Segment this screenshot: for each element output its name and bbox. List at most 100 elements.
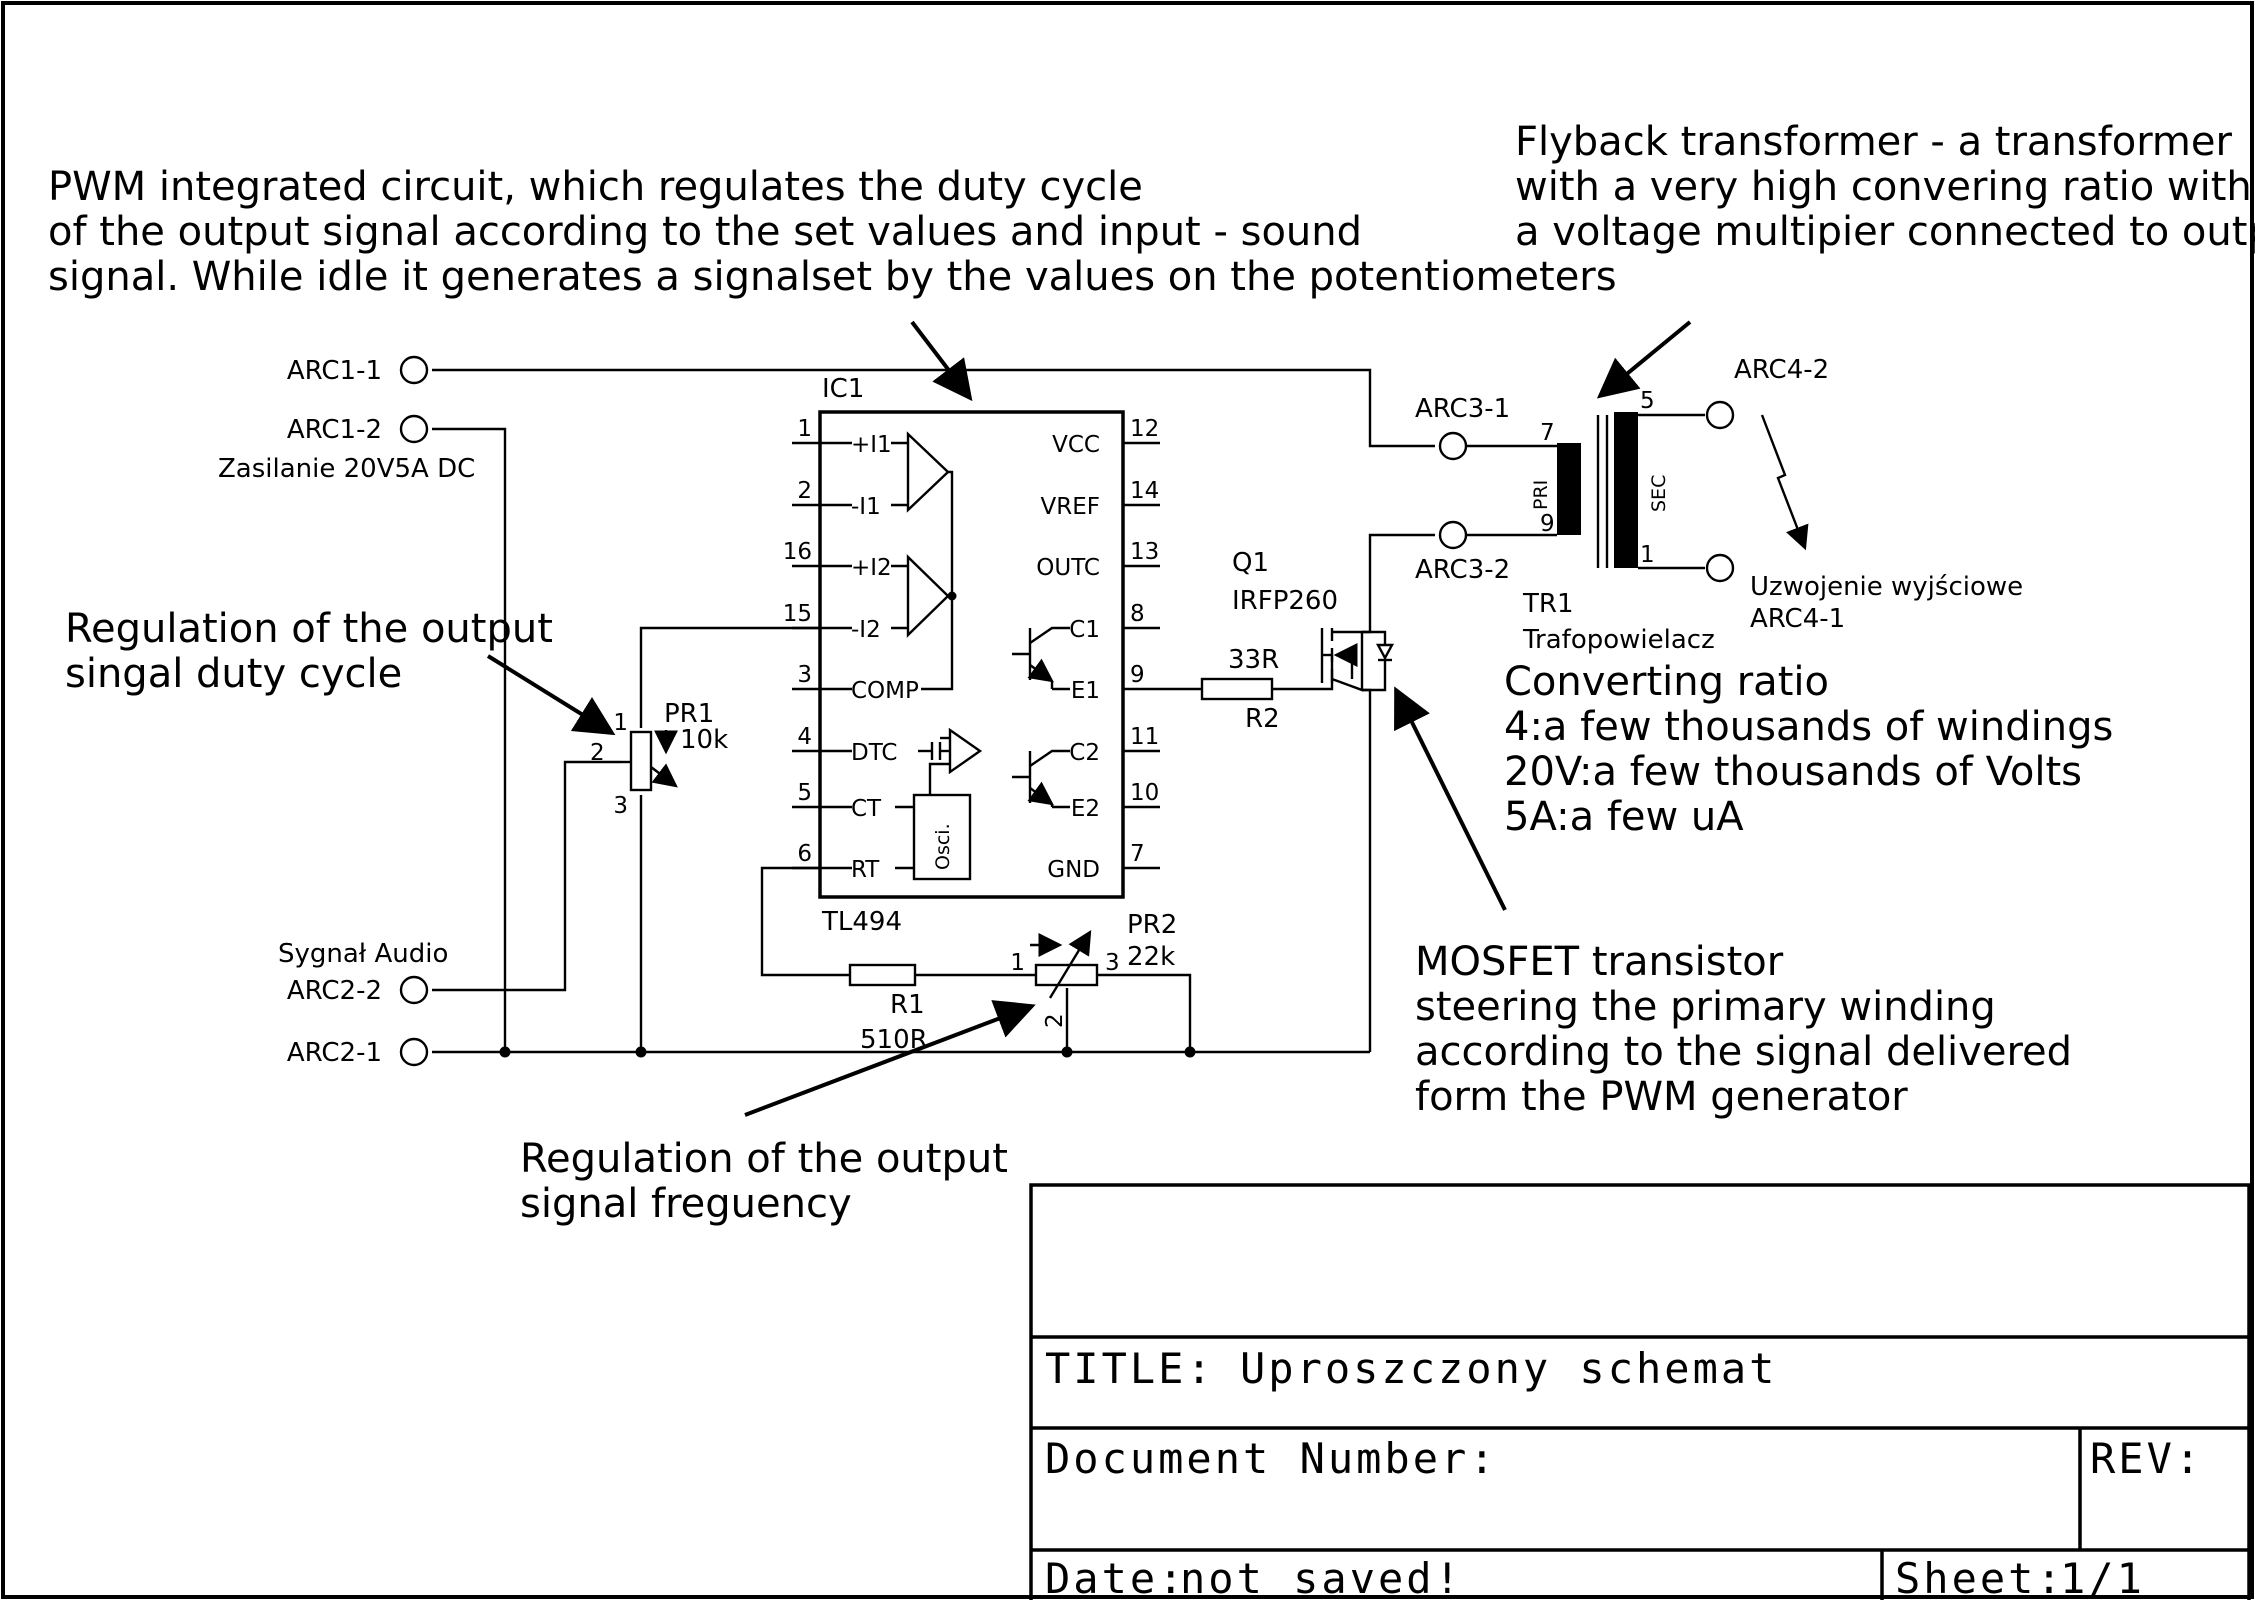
ic1-part: TL494 xyxy=(821,907,902,937)
title-label: TITLE: xyxy=(1045,1344,1215,1393)
pr1-pin-2: 2 xyxy=(590,740,605,766)
q1-part: IRFP260 xyxy=(1232,586,1338,616)
ic1-pin-name: -I2 xyxy=(851,617,881,643)
mosfet-q1: Q1 IRFP260 xyxy=(1232,548,1395,692)
ic1-pin-name: RT xyxy=(851,857,880,883)
tr1-secondary-winding xyxy=(1614,412,1638,568)
r1-ref: R1 xyxy=(890,990,925,1020)
annotation-duty-line-1: Regulation of the output xyxy=(65,606,553,652)
annotation-frequency-line-2: signal freguency xyxy=(520,1181,852,1227)
connector-note: Uzwojenie wyjściowe xyxy=(1750,572,2023,602)
ic1-ref: IC1 xyxy=(822,374,864,404)
annotation-mosfet-line-4: form the PWM generator xyxy=(1415,1074,1908,1120)
pr2-pin-3: 3 xyxy=(1105,950,1120,976)
r2-value: 33R xyxy=(1228,645,1279,675)
tr1-pin-9: 9 xyxy=(1540,511,1555,537)
connector-arc1-1: ARC1-1 xyxy=(287,355,429,386)
connector-arc3-2: ARC3-2 xyxy=(1415,520,1510,585)
terminal-circle xyxy=(399,414,429,444)
ic1-pin-name: CT xyxy=(851,796,882,822)
resistor-r2: 33R R2 xyxy=(1200,645,1280,734)
r1-body xyxy=(848,963,917,987)
ic1-pin-number: 13 xyxy=(1130,539,1159,565)
annotation-mosfet-line-2: steering the primary winding xyxy=(1415,984,1996,1030)
annotation-mosfet-line-1: MOSFET transistor xyxy=(1415,939,1784,985)
annotation-frequency-line-1: Regulation of the output xyxy=(520,1136,1008,1182)
title-block-frame xyxy=(1029,1183,2251,1600)
annotation-pwm-line-1: PWM integrated circuit, which regulates … xyxy=(48,164,1143,210)
dtc-comparator-icon xyxy=(918,727,983,795)
ic1-tl494: IC1 TL494 1 2 16 15 3 4 5 6 +I1 -I1 +I2 … xyxy=(783,374,1160,937)
connector-label: ARC1-1 xyxy=(287,356,382,386)
annotation-pwm-line-2: of the output signal according to the se… xyxy=(48,209,1362,255)
ic1-pin-name: +I2 xyxy=(851,555,892,581)
terminal-circle xyxy=(1438,431,1468,461)
ic1-pin-number: 11 xyxy=(1130,724,1159,750)
ic1-left-pins: 1 2 16 15 3 4 5 6 +I1 -I1 +I2 -I2 COMP D… xyxy=(783,416,919,883)
connector-note: Zasilanie 20V5A DC xyxy=(218,454,475,484)
connector-arc1-2: ARC1-2 Zasilanie 20V5A DC xyxy=(218,414,475,484)
ic1-pin-number: 4 xyxy=(797,724,812,750)
ic1-pin-number: 2 xyxy=(797,478,812,504)
sheet-label: Sheet: xyxy=(1895,1554,2065,1600)
annotation-duty-line-2: singal duty cycle xyxy=(65,651,402,697)
r1-value: 510R xyxy=(860,1025,928,1055)
tr1-name: Trafopowielacz xyxy=(1522,625,1715,655)
sheet-value: 1/1 xyxy=(2060,1554,2145,1600)
ic1-pin-number: 16 xyxy=(783,539,812,565)
error-amplifier-1-icon xyxy=(891,431,950,513)
connector-label: ARC3-2 xyxy=(1415,555,1510,585)
annotation-mosfet: MOSFET transistor steering the primary w… xyxy=(1394,686,2072,1120)
connector-arc2-2: Sygnał Audio ARC2-2 xyxy=(278,939,448,1006)
pr2-body xyxy=(1034,963,1099,987)
tr1-pin-5: 5 xyxy=(1640,388,1655,414)
ic1-pin-name: +I1 xyxy=(851,432,892,458)
ic1-pin-number: 8 xyxy=(1130,601,1145,627)
ic1-right-pins: 12 14 13 8 9 11 10 7 VCC VREF OUTC C1 E1… xyxy=(1036,416,1160,883)
ic1-pin-number: 14 xyxy=(1130,478,1159,504)
transformer-tr1: 7 9 5 1 PRI SEC TR1 Trafopowielacz xyxy=(1466,388,1715,655)
annotation-frequency-arrow xyxy=(744,1000,1036,1117)
ic1-pin-number: 9 xyxy=(1130,662,1145,688)
annotation-flyback-arrow xyxy=(1596,320,1692,399)
tr1-pin-1: 1 xyxy=(1640,542,1655,568)
terminal-circle xyxy=(399,355,429,385)
annotation-converting-line-2: 4:a few thousands of windings xyxy=(1504,704,2113,750)
junction-dot xyxy=(1061,1046,1073,1058)
error-amplifier-2-icon xyxy=(891,554,950,638)
revision-label: REV: xyxy=(2090,1434,2203,1483)
pr2-ref: PR2 xyxy=(1127,910,1177,940)
resistor-r1: R1 510R xyxy=(848,963,928,1055)
tr1-pri-label: PRI xyxy=(1530,480,1552,510)
potentiometer-pr2: 1 3 2 PR2 22k xyxy=(1010,910,1177,1028)
connector-arc3-1: ARC3-1 xyxy=(1415,394,1510,461)
tr1-pin-7: 7 xyxy=(1540,420,1555,446)
potentiometer-pr1: 1 2 3 PR1 10k xyxy=(590,699,728,819)
connector-label: ARC1-2 xyxy=(287,415,382,445)
terminal-circle xyxy=(399,1037,429,1067)
ic1-pin-name: C2 xyxy=(1069,740,1100,766)
high-voltage-spark-icon xyxy=(1760,414,1809,551)
oscillator-label: Osci. xyxy=(932,823,954,870)
r2-ref: R2 xyxy=(1245,704,1280,734)
ic1-pin-number: 10 xyxy=(1130,780,1159,806)
ic1-pin-number: 6 xyxy=(797,841,812,867)
connector-label: ARC2-1 xyxy=(287,1038,382,1068)
annotation-converting-line-4: 5A:a few uA xyxy=(1504,794,1744,840)
ic1-pin-number: 1 xyxy=(797,416,812,442)
ic1-pin-name: C1 xyxy=(1069,617,1100,643)
terminal-circle xyxy=(1705,553,1735,583)
pr1-pin-3: 3 xyxy=(613,793,628,819)
annotation-frequency: Regulation of the output signal freguenc… xyxy=(520,1000,1036,1227)
junction-dot xyxy=(1184,1046,1196,1058)
ic1-pin-number: 5 xyxy=(797,780,812,806)
ic1-pin-number: 15 xyxy=(783,601,812,627)
annotation-duty-arrow xyxy=(486,654,616,736)
ic1-pin-number: 3 xyxy=(797,662,812,688)
ic1-pin-number: 7 xyxy=(1130,841,1145,867)
annotation-pwm-line-3: signal. While idle it generates a signal… xyxy=(48,254,1617,300)
annotation-mosfet-arrow xyxy=(1394,686,1507,911)
annotation-pwm-ic: PWM integrated circuit, which regulates … xyxy=(48,164,1617,402)
